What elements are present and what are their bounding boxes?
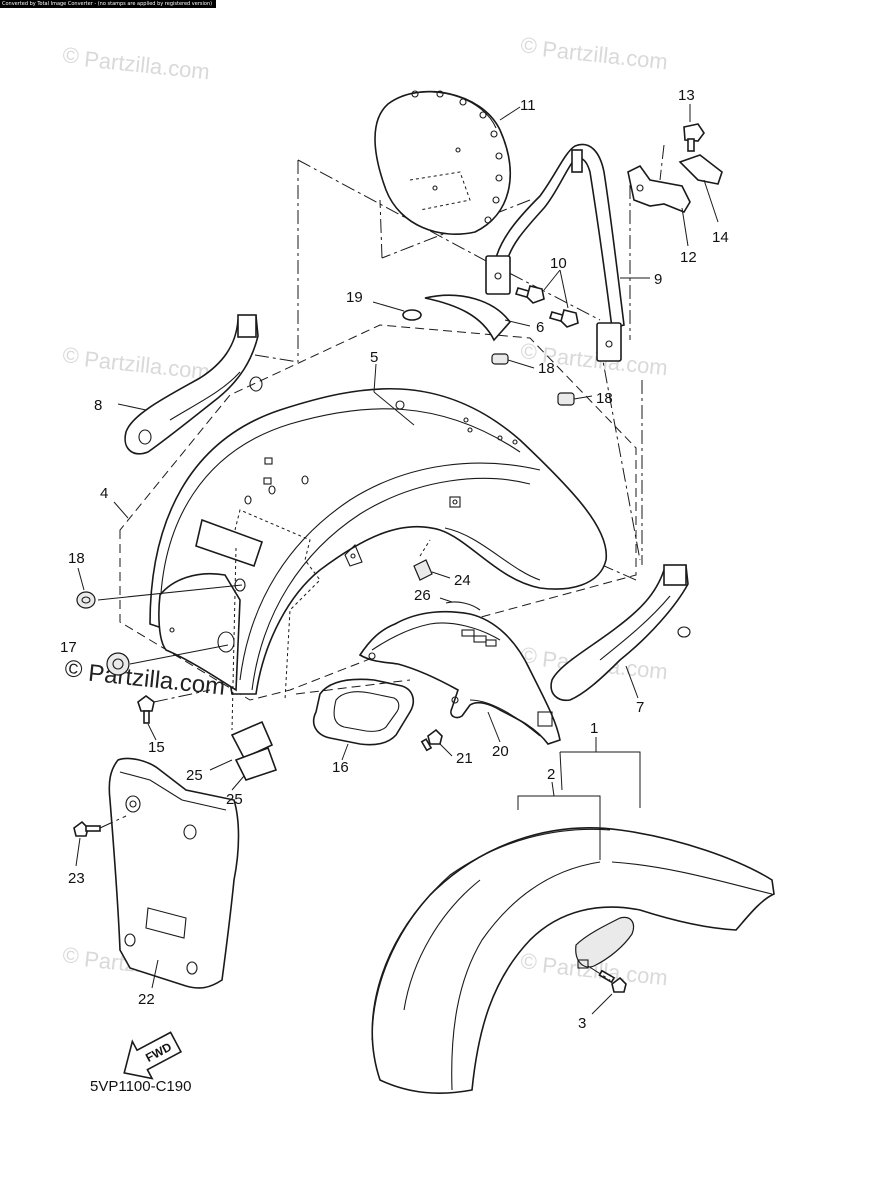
backrest-pad [374, 90, 511, 235]
bolt-3 [598, 969, 627, 993]
callout-4: 4 [100, 485, 108, 502]
strip-26 [445, 601, 481, 611]
grommet-17 [106, 652, 130, 676]
callout-25a: 25 [186, 767, 203, 784]
watermark-symbol: © [61, 942, 80, 969]
converter-notice-text: Converted by Total Image Converter - (no… [2, 1, 213, 7]
callout-14: 14 [712, 229, 729, 246]
bolts-10 [514, 285, 579, 328]
backrest-frame [485, 143, 625, 362]
front-fender-1 [371, 827, 775, 1094]
callout-labels: 1 2 3 4 5 6 7 8 9 10 11 12 13 14 15 16 1… [60, 87, 729, 1032]
bolt-23 [73, 820, 101, 837]
callout-25b: 25 [226, 791, 243, 808]
watermark: © Partzilla.com [519, 32, 669, 74]
reflector-16 [312, 678, 415, 746]
rear-fender-5 [149, 387, 608, 695]
callout-5: 5 [370, 349, 378, 366]
callout-3: 3 [578, 1015, 586, 1032]
damper-14 [678, 154, 723, 185]
callout-11: 11 [520, 97, 536, 114]
callout-8: 8 [94, 397, 102, 414]
trim-strip-6 [424, 294, 512, 342]
watermark-symbol: © [519, 338, 538, 365]
callout-10: 10 [550, 255, 567, 272]
callout-1: 1 [590, 720, 598, 737]
callout-23: 23 [68, 870, 85, 887]
grommet-18a [491, 353, 509, 365]
bracket-12 [627, 164, 691, 213]
callout-17: 17 [60, 639, 77, 656]
fwd-arrow-icon: FWD [123, 1031, 183, 1080]
callout-26: 26 [414, 587, 431, 604]
washer-19 [402, 309, 422, 321]
watermark-text: Partzilla.com [83, 46, 211, 84]
watermark-symbol: © [519, 948, 538, 975]
labels-25 [195, 518, 278, 781]
assembly-outline-4 [119, 324, 637, 701]
bolt-13 [683, 123, 705, 152]
callout-24: 24 [454, 572, 471, 589]
watermark: © Partzilla.com [61, 42, 211, 84]
callout-18a: 18 [538, 360, 555, 377]
callout-12: 12 [680, 249, 697, 266]
callout-2: 2 [547, 766, 555, 783]
callout-9: 9 [654, 271, 662, 288]
screw-21 [420, 728, 443, 752]
bolt-15 [137, 695, 155, 724]
callout-19: 19 [346, 289, 363, 306]
grommet-18c [76, 591, 96, 609]
watermark-symbol: © [63, 655, 84, 684]
callout-15: 15 [148, 739, 165, 756]
converter-notice-bar: Converted by Total Image Converter - (no… [0, 0, 216, 8]
callout-22: 22 [138, 991, 155, 1008]
callout-6: 6 [536, 319, 544, 336]
watermark-text: Partzilla.com [83, 346, 211, 384]
callout-20: 20 [492, 743, 509, 760]
callout-18b: 18 [596, 390, 613, 407]
callout-7: 7 [636, 699, 644, 716]
splash-guard-20 [358, 610, 561, 745]
clip-24 [413, 559, 433, 581]
watermark-symbol: © [61, 42, 80, 69]
diagram-code: 5VP1100-C190 [90, 1078, 191, 1095]
watermark: © Partzilla.com [61, 342, 211, 384]
side-stay-8 [124, 314, 263, 455]
cover-22 [108, 757, 240, 989]
watermark-text: Partzilla.com [541, 36, 669, 74]
grommet-18b [557, 392, 575, 406]
callout-18c: 18 [68, 550, 85, 567]
watermark-symbol: © [61, 342, 80, 369]
callout-16: 16 [332, 759, 349, 776]
callout-13: 13 [678, 87, 695, 104]
side-stay-7 [550, 564, 691, 702]
callout-21: 21 [456, 750, 473, 767]
watermark-symbol: © [519, 32, 538, 59]
